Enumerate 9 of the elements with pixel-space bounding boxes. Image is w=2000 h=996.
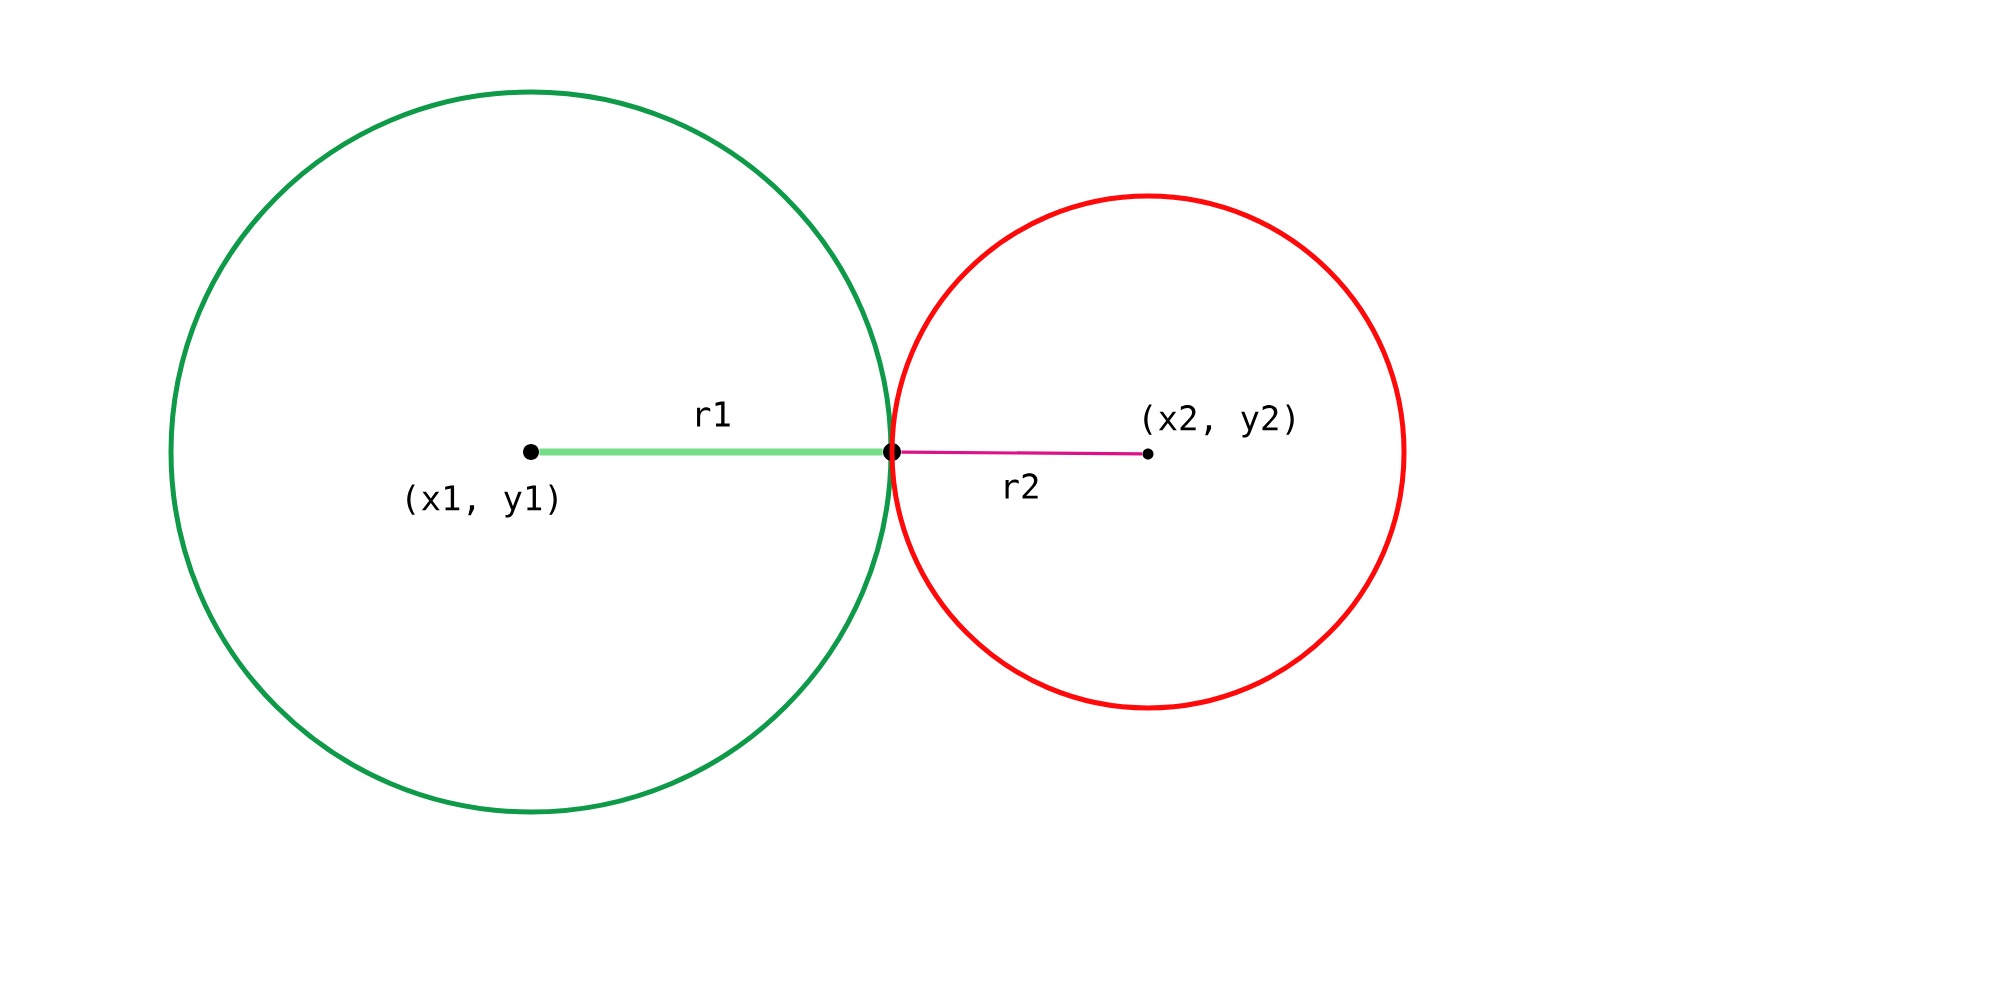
radius-line: [901, 450, 1143, 456]
circle-outline: [889, 193, 1407, 711]
coordinate-label: (x1, y1): [407, 484, 557, 518]
edge-label: r1: [697, 401, 730, 427]
coordinate-label: (x2, y2): [1144, 404, 1294, 438]
edge-label: r2: [1005, 473, 1038, 499]
center-dot: [523, 444, 539, 460]
circle-outline: [168, 89, 894, 815]
tangent-dot: [883, 443, 901, 461]
